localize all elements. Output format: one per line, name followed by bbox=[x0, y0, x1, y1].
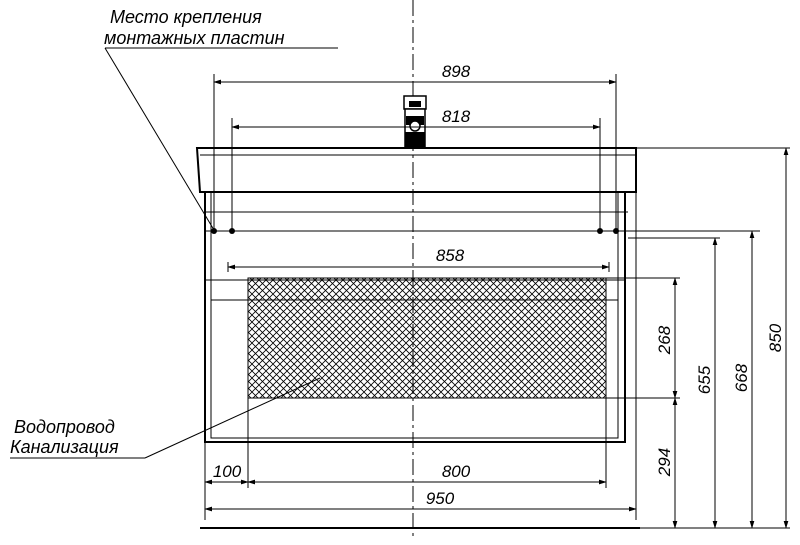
service-zone-hatch bbox=[247, 277, 607, 399]
basin bbox=[195, 147, 637, 193]
faucet-icon bbox=[403, 95, 427, 149]
mount-note-line1: Место крепления bbox=[110, 7, 262, 27]
dim-height-mount: 655 bbox=[695, 365, 714, 394]
dim-left-offset: 100 bbox=[213, 462, 242, 481]
dim-inner-width: 818 bbox=[442, 107, 471, 126]
mount-leader bbox=[104, 47, 215, 231]
dim-height-cabinet: 668 bbox=[732, 363, 751, 392]
dim-cabinet-width: 858 bbox=[436, 246, 465, 265]
mount-note-line2: монтажных пластин bbox=[104, 28, 285, 48]
pipe-note-line1: Водопровод bbox=[14, 417, 115, 437]
dim-height-total: 850 bbox=[766, 323, 785, 352]
pipe-leader bbox=[144, 377, 321, 459]
mounting-plates bbox=[205, 211, 760, 234]
dim-zone-width: 800 bbox=[442, 462, 471, 481]
vertical-dimensions bbox=[606, 147, 790, 529]
dim-top-width: 898 bbox=[442, 62, 471, 81]
dim-zone-height: 268 bbox=[655, 325, 674, 355]
dim-total-width: 950 bbox=[426, 489, 455, 508]
dim-zone-bottom: 294 bbox=[655, 448, 674, 477]
pipe-note-line2: Канализация bbox=[10, 437, 119, 457]
horizontal-dimensions bbox=[204, 74, 637, 520]
